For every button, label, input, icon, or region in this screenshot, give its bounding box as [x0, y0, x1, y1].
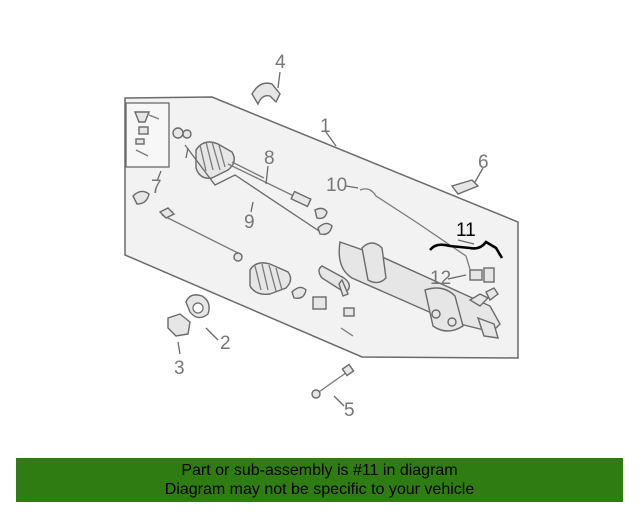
callout-5: 5	[344, 400, 355, 421]
boot-clamp-right	[317, 222, 333, 236]
pressure-line-10	[359, 188, 473, 277]
callout-2: 2	[220, 333, 231, 354]
rack-boot-lower	[249, 262, 307, 300]
fitting-12	[469, 267, 495, 283]
callout-8: 8	[264, 148, 275, 169]
callout-9: 9	[244, 212, 255, 233]
parts-diagram: 1 2 3 4 5 6 7 8 9 10 11 12	[124, 52, 519, 421]
mount-bracket-6	[450, 179, 480, 195]
inner-tie-rod-lower	[158, 207, 243, 262]
steering-gear-housing	[338, 241, 501, 339]
clamp-bracket-4	[251, 82, 281, 106]
outer-tie-rod-end	[318, 265, 351, 297]
callout-12: 12	[430, 268, 451, 289]
info-banner: Part or sub-assembly is #11 in diagram D…	[16, 458, 623, 502]
bushing	[312, 296, 327, 310]
bracket-3	[167, 313, 191, 337]
spacer	[343, 307, 355, 317]
leader-lines	[156, 71, 484, 407]
callout-4: 4	[275, 52, 286, 73]
callout-6: 6	[478, 152, 489, 173]
callout-10: 10	[326, 175, 347, 196]
callout-3: 3	[174, 358, 185, 379]
tie-rod-end-parts	[133, 111, 160, 157]
banner-line-1: Part or sub-assembly is #11 in diagram	[181, 462, 458, 479]
callout-7: 7	[151, 177, 162, 198]
small-clip	[340, 327, 354, 337]
callout-11: 11	[456, 220, 476, 241]
inner-tie-rod-upper	[172, 127, 328, 220]
bolt-5	[311, 363, 355, 399]
banner-line-2: Diagram may not be specific to your vehi…	[164, 481, 475, 498]
boot-clamp-left	[132, 190, 150, 205]
return-line-11	[428, 240, 504, 259]
callout-1: 1	[320, 116, 331, 137]
mount-bushing-2	[185, 294, 210, 319]
